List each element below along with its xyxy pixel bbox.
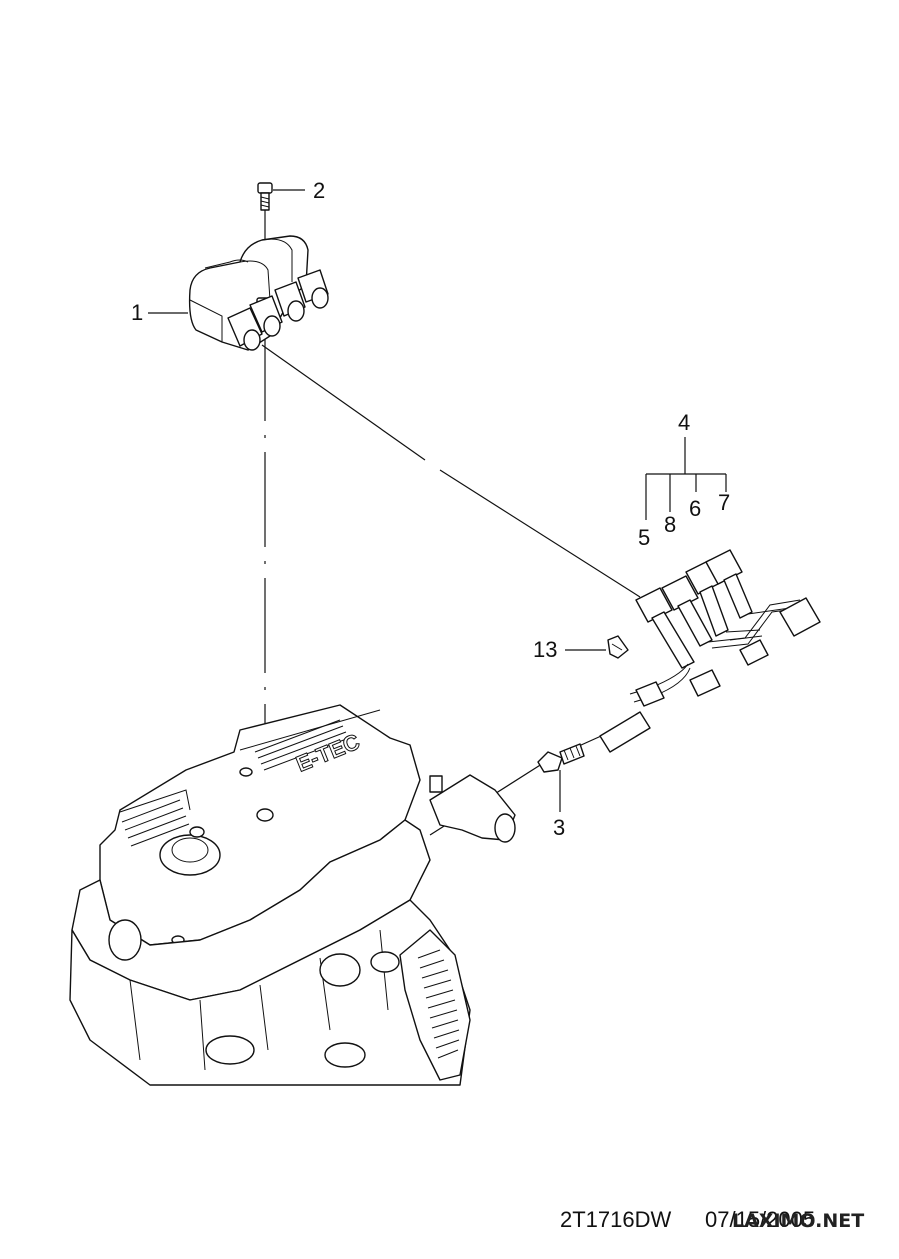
watermark: LAXIMO.NET [732,1210,864,1232]
label-cable-8: 8 [664,512,676,537]
spark-plug [537,743,585,812]
drawing-code: 2T1716DW [560,1207,672,1232]
drawing-date: 07/15/2005 [705,1207,815,1232]
engine-block [69,704,516,1086]
ignition-cable-set [599,437,821,753]
label-spark-plug: 3 [553,815,565,840]
coil-bolt [257,182,305,211]
label-cable-7: 7 [718,490,730,515]
ignition-coil [148,235,329,351]
cable-clip [565,635,629,659]
label-coil-bolt: 2 [313,178,325,203]
label-cable-6: 6 [689,496,701,521]
label-cable-clip: 13 [533,637,557,662]
label-ignition-coil: 1 [131,300,143,325]
label-cable-set: 4 [678,410,690,435]
label-cable-5: 5 [638,525,650,550]
